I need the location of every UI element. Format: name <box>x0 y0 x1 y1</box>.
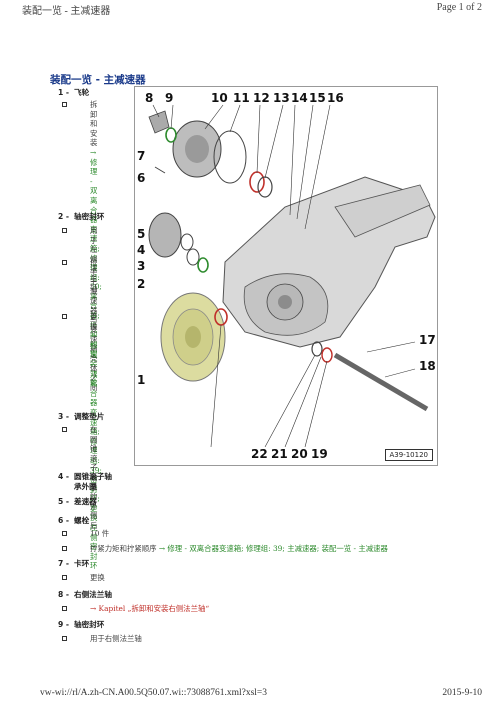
callout-5: 5 <box>137 227 146 241</box>
callout-18: 18 <box>419 359 436 373</box>
callout-19: 19 <box>311 447 328 461</box>
callout-7: 7 <box>137 149 146 163</box>
section-title: 装配一览 - 主减速器 <box>50 74 146 86</box>
link-seal[interactable]: → 修理- 双离合器变速 箱; 修理组:39; 密封 环; 更换左侧密封环 <box>90 331 102 571</box>
callout-22: 22 <box>251 447 268 461</box>
callout-9: 9 <box>165 91 174 105</box>
item-1: 1 -飞轮 <box>58 88 90 97</box>
page-count: Page 1 of 2 <box>436 2 482 13</box>
header-title: 装配一览 - 主减速器 <box>22 6 111 17</box>
callout-1: 1 <box>137 373 146 387</box>
callout-17: 17 <box>419 333 436 347</box>
callout-16: 16 <box>327 91 344 105</box>
footer-date: 2015-9-10 <box>442 688 482 698</box>
callout-15: 15 <box>309 91 326 105</box>
item-2: 2 -轴密封环 <box>58 212 105 221</box>
callout-11: 11 <box>233 91 250 105</box>
item-6: 6 -螺栓 <box>58 516 90 525</box>
callout-14: 14 <box>291 91 308 105</box>
item-7: 7 -卡环 <box>58 559 90 568</box>
callout-6: 6 <box>137 171 146 185</box>
callout-21: 21 <box>271 447 288 461</box>
callout-20: 20 <box>291 447 308 461</box>
link-torque[interactable]: → 修理 - 双离合器变速箱; 修理组: 39; 主减速器; 装配一览 - 主减… <box>158 544 388 553</box>
callout-3: 3 <box>137 259 146 273</box>
item-4: 4 -圆锥滚子轴承外圈 <box>58 472 112 491</box>
item-9: 9 -轴密封环 <box>58 620 105 629</box>
callout-2: 2 <box>137 277 146 291</box>
callout-10: 10 <box>211 91 228 105</box>
callout-8: 8 <box>145 91 154 105</box>
link-right-flange[interactable]: → Kapitel „拆卸和安装右侧法兰轴“ <box>90 604 210 613</box>
callout-13: 13 <box>273 91 290 105</box>
transmission-illustration <box>148 104 436 448</box>
callout-4: 4 <box>137 243 146 257</box>
figure-reference: A39-10120 <box>384 449 433 461</box>
callout-12: 12 <box>253 91 270 105</box>
item-3: 3 -调整垫片 <box>58 412 105 421</box>
page-header: 装配一览 - 主减速器 Page 1 of 2 <box>0 0 496 17</box>
link-flywheel[interactable]: → 修理- 双离合器变速 箱; 修理组:30; 离合 器; 拆卸和安装飞轮 <box>90 147 102 388</box>
exploded-view-diagram: 8 9 10 11 12 13 14 15 16 7 6 5 4 3 2 1 1… <box>134 86 438 466</box>
item-5: 5 -差速器 <box>58 497 97 506</box>
item-8: 8 -右侧法兰轴 <box>58 590 112 599</box>
page-footer: vw-wi://rl/A.zh-CN.A00.5Q50.07.wi::73088… <box>0 688 496 700</box>
footer-url: vw-wi://rl/A.zh-CN.A00.5Q50.07.wi::73088… <box>40 688 268 698</box>
